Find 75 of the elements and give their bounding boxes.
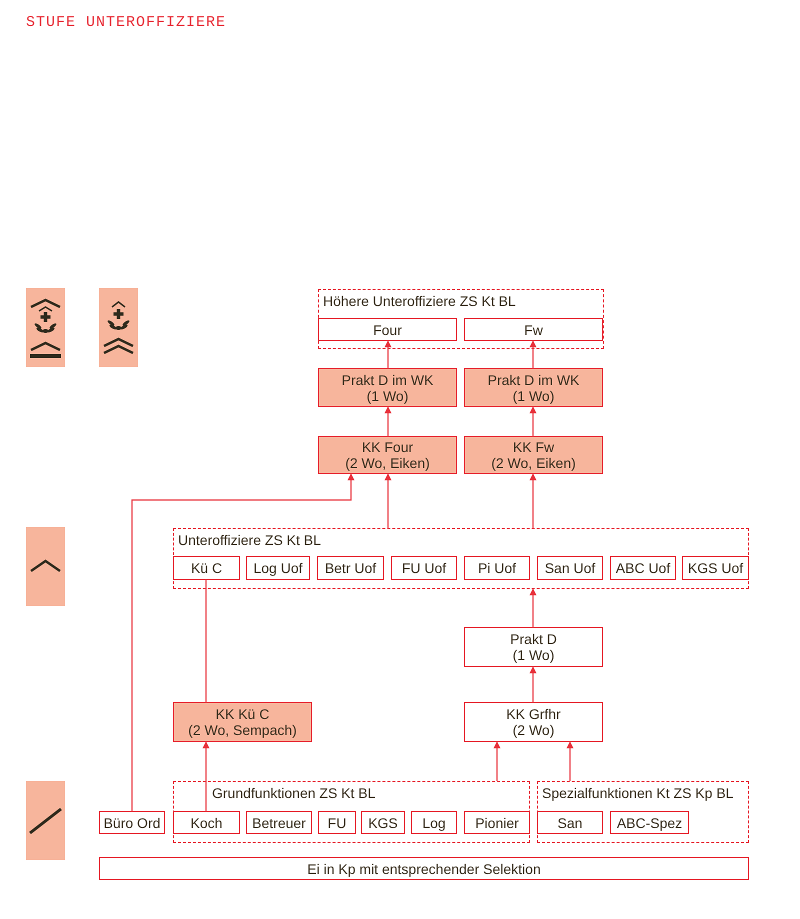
node-label: Prakt D (1 Wo) — [510, 631, 557, 663]
node-label: Büro Ord — [104, 814, 160, 830]
node-box — [318, 436, 457, 474]
node-box — [464, 318, 603, 341]
node-label: Pi Uof — [478, 560, 516, 576]
node-label: Fw — [524, 322, 543, 338]
group-frame — [173, 528, 749, 589]
node-box — [173, 811, 240, 834]
group-heading: Spezialfunktionen Kt ZS Kp BL — [542, 785, 734, 801]
node-box — [318, 811, 356, 834]
group-frame — [537, 781, 749, 843]
node-box — [464, 368, 603, 407]
node-box — [318, 368, 457, 407]
node-box — [391, 556, 457, 580]
connector-arrow — [131, 473, 354, 811]
node-box — [361, 811, 405, 834]
node-box — [411, 811, 457, 834]
node-label: FU — [328, 814, 346, 830]
node-label: Kü C — [190, 560, 222, 576]
node-box — [464, 702, 603, 742]
connector-arrow — [384, 473, 392, 528]
node-label: Pionier — [475, 814, 519, 830]
node-label: KK Kü C (2 Wo, Sempach) — [188, 706, 297, 738]
group-heading: Unteroffiziere ZS Kt BL — [178, 532, 321, 548]
node-label: KGS Uof — [688, 560, 744, 576]
node-box — [317, 556, 384, 580]
group-frame — [318, 289, 604, 349]
node-label: Betr Uof — [324, 560, 376, 576]
node-label: FU Uof — [402, 560, 446, 576]
connector-arrow — [530, 473, 536, 528]
node-box — [99, 857, 749, 880]
node-label: ABC Uof — [616, 560, 670, 576]
node-label: San — [558, 814, 582, 830]
group-frame — [173, 781, 530, 843]
node-box — [464, 627, 603, 667]
node-label: Koch — [190, 814, 222, 830]
group-heading: Grundfunktionen ZS Kt BL — [212, 785, 376, 801]
node-label: KK Four (2 Wo, Eiken) — [345, 439, 430, 471]
node-label: Log — [422, 814, 446, 830]
connector-arrow — [384, 406, 392, 436]
connector-arrow — [530, 406, 536, 436]
node-box — [318, 318, 457, 341]
node-box — [173, 556, 240, 580]
connector-arrow — [202, 741, 210, 811]
node-label: Four — [373, 322, 402, 338]
node-label: ABC-Spez — [616, 814, 682, 830]
connector-arrow — [384, 340, 392, 368]
node-box — [99, 811, 165, 834]
connector-arrow — [530, 666, 536, 702]
node-label: Log Uof — [253, 560, 303, 576]
node-box — [173, 702, 312, 742]
node-box — [246, 811, 312, 834]
node-label: Prakt D im WK (1 Wo) — [488, 372, 580, 404]
node-label: Ei in Kp mit entsprechender Selektion — [307, 860, 541, 876]
node-label: San Uof — [544, 560, 596, 576]
node-box — [464, 556, 530, 580]
node-box — [610, 811, 689, 834]
connector-arrow — [494, 741, 500, 781]
node-label: Betreuer — [252, 814, 306, 830]
node-label: KGS — [368, 814, 398, 830]
node-box — [464, 811, 530, 834]
node-box — [682, 556, 749, 580]
node-box — [537, 556, 603, 580]
node-box — [610, 556, 676, 580]
node-box — [246, 556, 310, 580]
group-heading: Höhere Unteroffiziere ZS Kt BL — [323, 293, 516, 309]
connector-arrow — [530, 340, 536, 368]
node-label: KK Fw (2 Wo, Eiken) — [491, 439, 576, 471]
connector-arrow — [530, 588, 536, 627]
node-label: Prakt D im WK (1 Wo) — [342, 372, 434, 404]
node-box — [464, 436, 603, 474]
page-title: STUFE UNTEROFFIZIERE — [26, 14, 226, 31]
node-box — [537, 811, 603, 834]
connector-arrow — [566, 741, 574, 781]
node-label: KK Grfhr (2 Wo) — [506, 706, 561, 738]
